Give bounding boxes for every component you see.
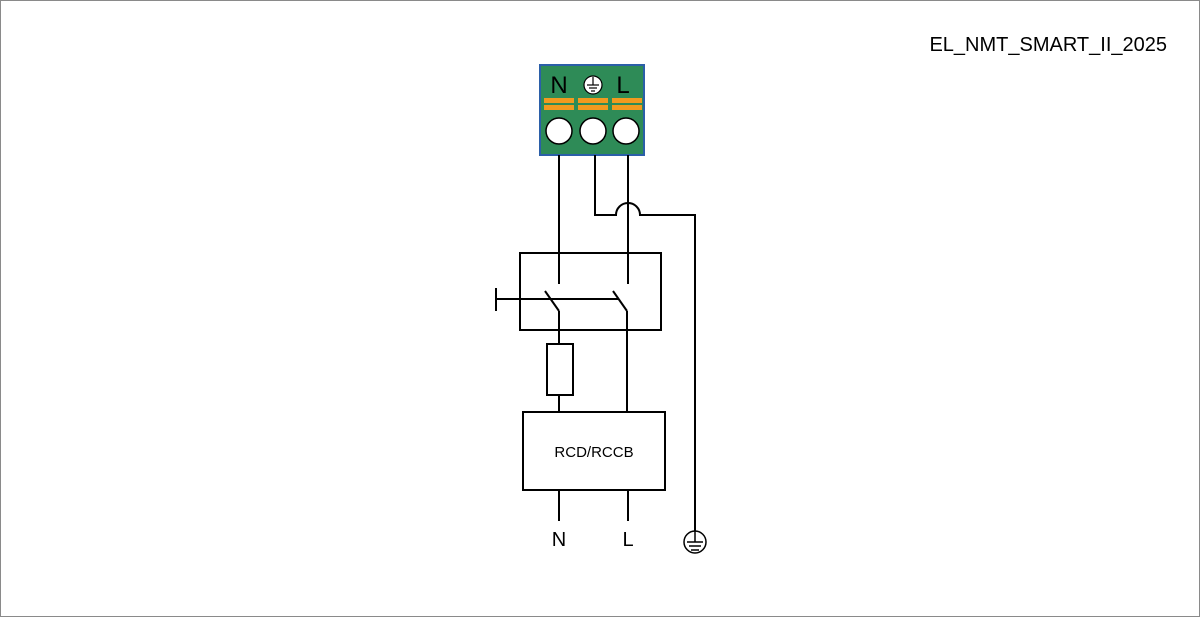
switch-housing xyxy=(519,252,662,331)
clamp-l xyxy=(612,98,642,110)
output-label-l: L xyxy=(622,529,633,551)
rcd-box xyxy=(522,411,666,491)
screw-n xyxy=(545,117,573,145)
rcd-block: RCD/RCCB xyxy=(522,411,666,521)
double-pole-switch xyxy=(495,252,662,412)
screw-pe xyxy=(579,117,607,145)
document-id: EL_NMT_SMART_II_2025 xyxy=(929,34,1167,56)
clamp-pe xyxy=(578,98,608,110)
wires xyxy=(558,155,696,531)
output-label-n: N xyxy=(552,529,566,551)
earth-output-icon xyxy=(683,530,707,554)
earth-icon xyxy=(583,75,603,95)
switch-contact-l xyxy=(612,290,628,312)
fuse xyxy=(546,343,574,412)
terminal-label-n: N xyxy=(550,72,567,99)
fuse-body xyxy=(546,343,574,396)
terminal-label-l: L xyxy=(616,72,629,99)
rcd-label: RCD/RCCB xyxy=(554,444,633,461)
switch-contact-n xyxy=(544,290,560,312)
wire-pe xyxy=(594,155,696,531)
terminal-block: N L xyxy=(539,64,645,156)
screw-l xyxy=(612,117,640,145)
clamp-n xyxy=(544,98,574,110)
